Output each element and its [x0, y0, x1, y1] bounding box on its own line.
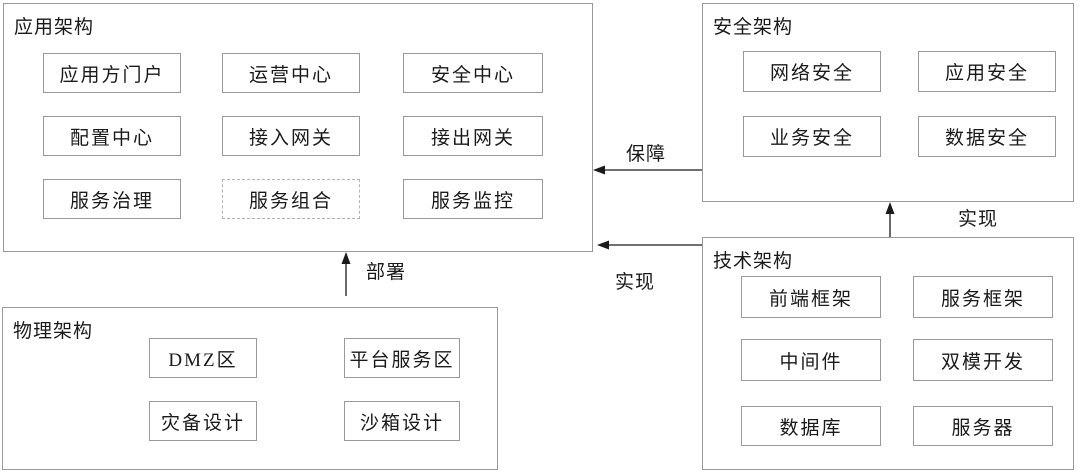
- section-title-application: 应用架构: [14, 17, 95, 38]
- node-network-security: 网络安全: [743, 51, 881, 92]
- node-service-framework: 服务框架: [913, 276, 1053, 318]
- protect-arrow-label: 保障: [626, 144, 667, 165]
- node-service-governance: 服务治理: [43, 179, 181, 219]
- implement-app-arrow-head: [597, 240, 609, 250]
- section-title-security: 安全架构: [713, 17, 794, 38]
- node-service-monitoring: 服务监控: [403, 179, 543, 219]
- section-application-architecture: 应用架构 应用方门户 运营中心 安全中心 配置中心 接入网关 接出网关 服务治理…: [3, 3, 593, 252]
- implement-security-arrow-head: [885, 202, 895, 214]
- section-title-technology: 技术架构: [713, 251, 794, 272]
- section-technology-architecture: 技术架构 前端框架 服务框架 中间件 双模开发 数据库 服务器: [702, 237, 1074, 470]
- node-server: 服务器: [913, 406, 1053, 446]
- node-database: 数据库: [741, 406, 881, 446]
- deploy-arrow-label: 部署: [366, 262, 407, 283]
- node-frontend-framework: 前端框架: [741, 276, 881, 318]
- section-title-physical: 物理架构: [13, 321, 94, 342]
- node-operation-center: 运营中心: [222, 53, 360, 93]
- node-service-composition: 服务组合: [222, 179, 360, 219]
- node-middleware: 中间件: [741, 339, 881, 381]
- node-bimodal-dev: 双模开发: [913, 339, 1053, 381]
- node-security-center: 安全中心: [403, 53, 543, 93]
- node-config-center: 配置中心: [43, 116, 181, 156]
- node-sandbox-design: 沙箱设计: [344, 401, 460, 441]
- implement-app-arrow-label: 实现: [615, 272, 656, 293]
- node-app-portal: 应用方门户: [43, 53, 181, 93]
- implement-security-arrow-label: 实现: [958, 209, 999, 230]
- node-business-security: 业务安全: [743, 116, 881, 157]
- node-app-security: 应用安全: [918, 51, 1056, 92]
- node-platform-service-zone: 平台服务区: [344, 338, 460, 378]
- node-dmz-zone: DMZ区: [149, 338, 257, 378]
- protect-arrow-head: [593, 165, 605, 175]
- node-data-security: 数据安全: [918, 116, 1056, 157]
- node-disaster-recovery: 灾备设计: [149, 401, 257, 441]
- node-outbound-gateway: 接出网关: [403, 116, 543, 156]
- section-physical-architecture: 物理架构 DMZ区 平台服务区 灾备设计 沙箱设计: [2, 307, 498, 470]
- node-inbound-gateway: 接入网关: [222, 116, 360, 156]
- deploy-arrow-head: [341, 252, 351, 264]
- section-security-architecture: 安全架构 网络安全 应用安全 业务安全 数据安全: [702, 3, 1074, 202]
